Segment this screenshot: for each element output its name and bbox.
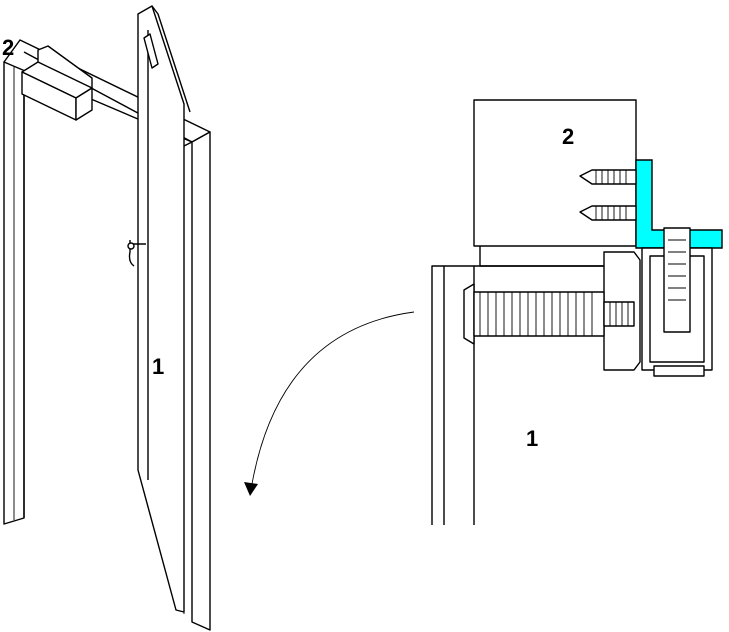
left-door-assembly: 1 2	[2, 5, 211, 631]
right-section: 1 2	[431, 99, 723, 525]
frame-right-jamb	[191, 131, 211, 631]
horizontal-bolt	[463, 283, 635, 345]
arrow-head-icon	[244, 482, 258, 496]
left-closer-body	[21, 45, 93, 121]
swing-arrow	[244, 311, 415, 496]
closer-arm-slot	[143, 33, 159, 69]
left-closer-label: 2	[2, 35, 14, 60]
lower-screw	[579, 205, 637, 221]
right-closer-label: 2	[562, 124, 574, 149]
upper-screw	[579, 169, 637, 185]
section-door-leaf	[431, 265, 475, 525]
door-leaf	[137, 5, 185, 613]
right-door-label: 1	[526, 426, 538, 451]
left-door-label: 1	[152, 354, 164, 379]
